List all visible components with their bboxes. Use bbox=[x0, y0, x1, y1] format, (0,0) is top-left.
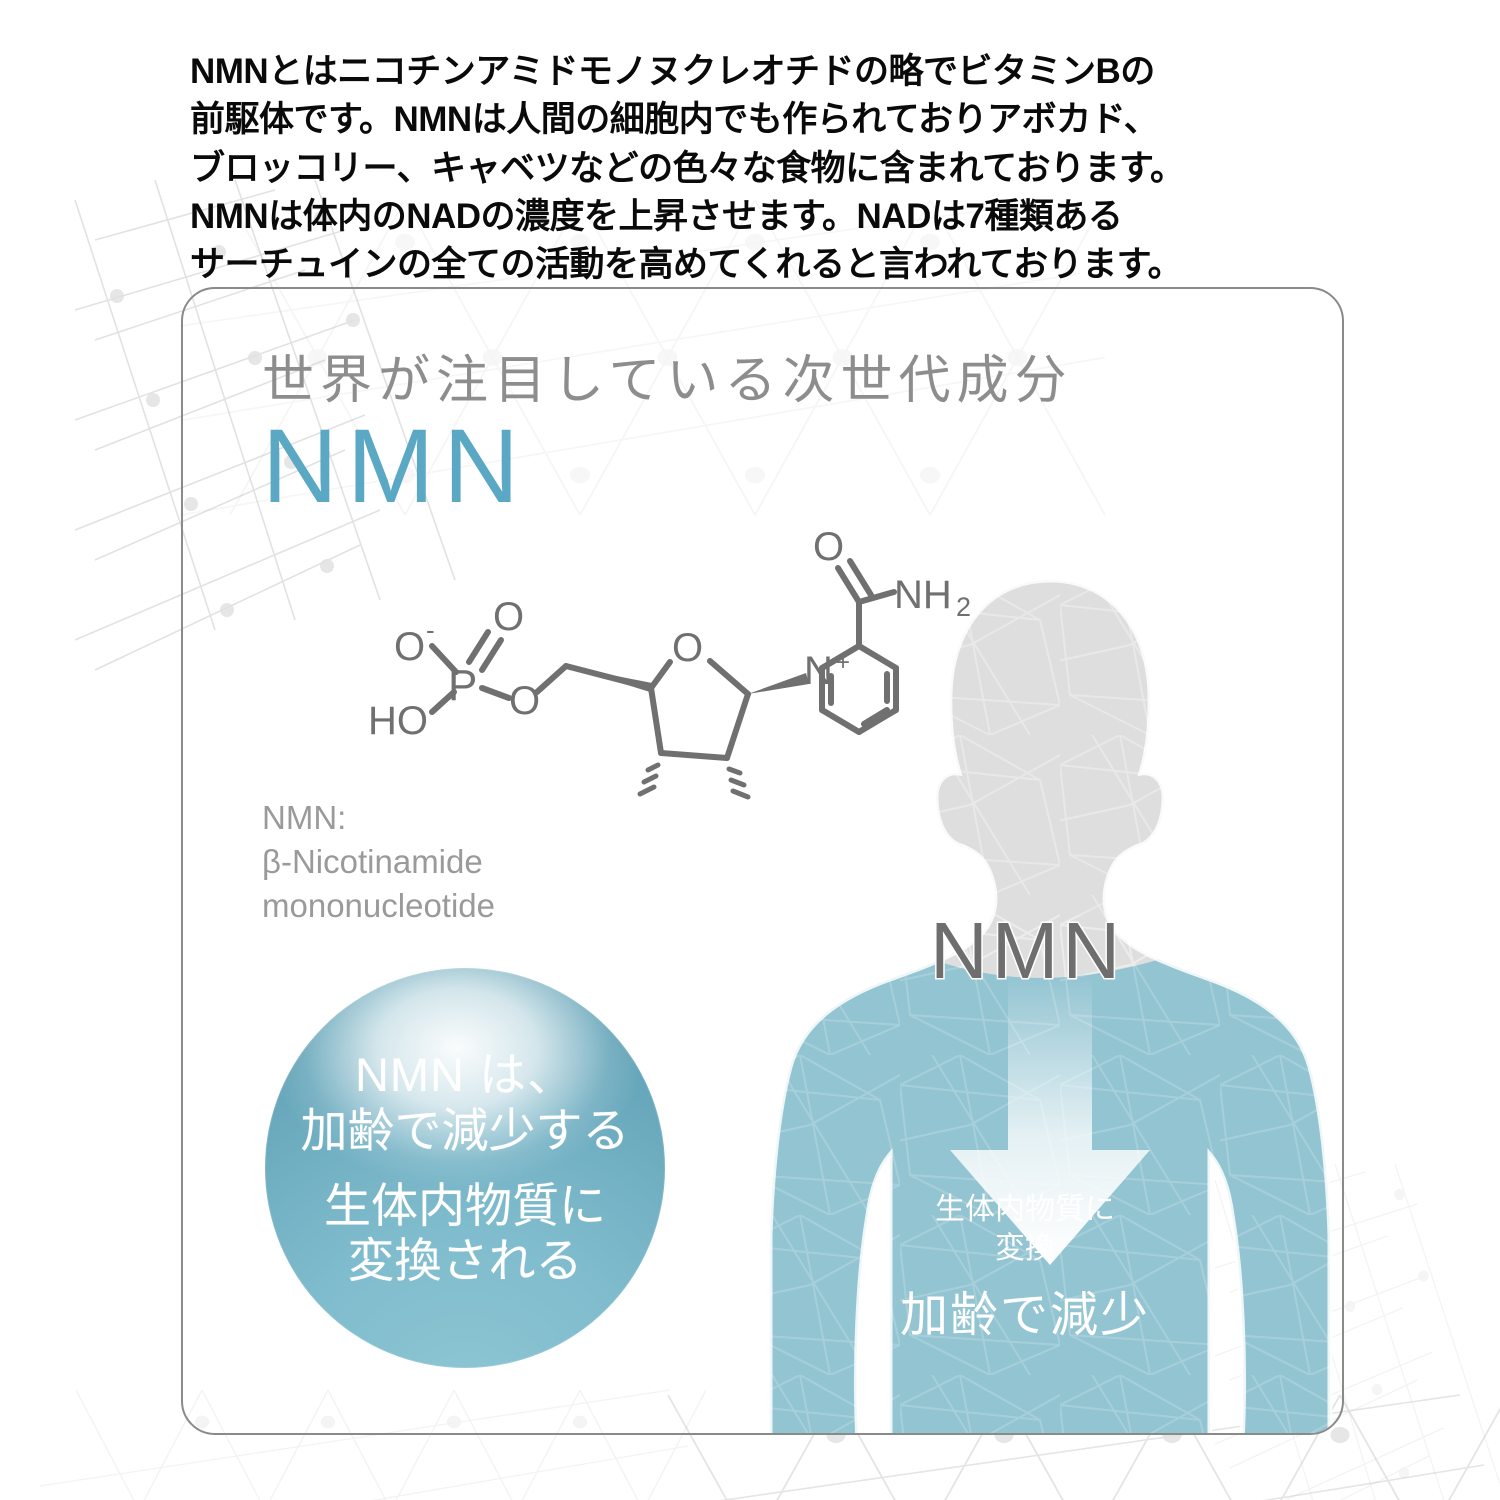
bubble-sphere bbox=[265, 968, 665, 1368]
bubble-line-4: 変換される bbox=[347, 1234, 583, 1288]
label-p: P bbox=[448, 661, 477, 710]
page-title: NMN bbox=[262, 408, 529, 525]
label-n-charge: + bbox=[836, 649, 850, 676]
label-nh2-sub: 2 bbox=[956, 592, 971, 622]
label-oh-ring: OH bbox=[752, 793, 812, 800]
bubble-line-1: NMN は、 bbox=[354, 1048, 576, 1102]
label-o-minus: O bbox=[394, 625, 425, 669]
label-o-amide: O bbox=[813, 525, 844, 569]
bubble-line-3: 生体内物質に bbox=[324, 1179, 606, 1232]
label-ho-left: HO bbox=[370, 699, 428, 743]
figure-sub-label: 生体内物質に 変換 bbox=[935, 1193, 1115, 1265]
label-o-minus-charge: - bbox=[426, 615, 435, 645]
label-nh2: NH bbox=[894, 573, 952, 617]
nmn-bubble: NMN は、 加齢で減少する 生体内物質に 変換される bbox=[265, 968, 665, 1368]
bubble-line-2: 加齢で減少する bbox=[300, 1103, 630, 1157]
label-n-plus: N bbox=[804, 649, 833, 693]
label-o-ring: O bbox=[672, 626, 703, 670]
bubble-text: NMN は、 加齢で減少する 生体内物質に 変換される bbox=[265, 968, 665, 1368]
molecule-caption: NMN: β-Nicotinamide mononucleotide bbox=[262, 799, 495, 924]
figure-big-label: 加齢で減少 bbox=[899, 1289, 1150, 1342]
label-o-ester: O bbox=[509, 679, 540, 723]
intro-paragraph: NMNとはニコチンアミドモノヌクレオチドの略でビタミンBの 前駆体です。NMNは… bbox=[190, 52, 1185, 285]
label-ho-ring: HO bbox=[586, 793, 646, 800]
label-o-double: O bbox=[493, 595, 524, 639]
page-kicker: 世界が注目している次世代成分 bbox=[262, 352, 1073, 410]
figure-nmn-label: NMN bbox=[928, 905, 1125, 997]
down-arrow-icon bbox=[950, 975, 1150, 1265]
